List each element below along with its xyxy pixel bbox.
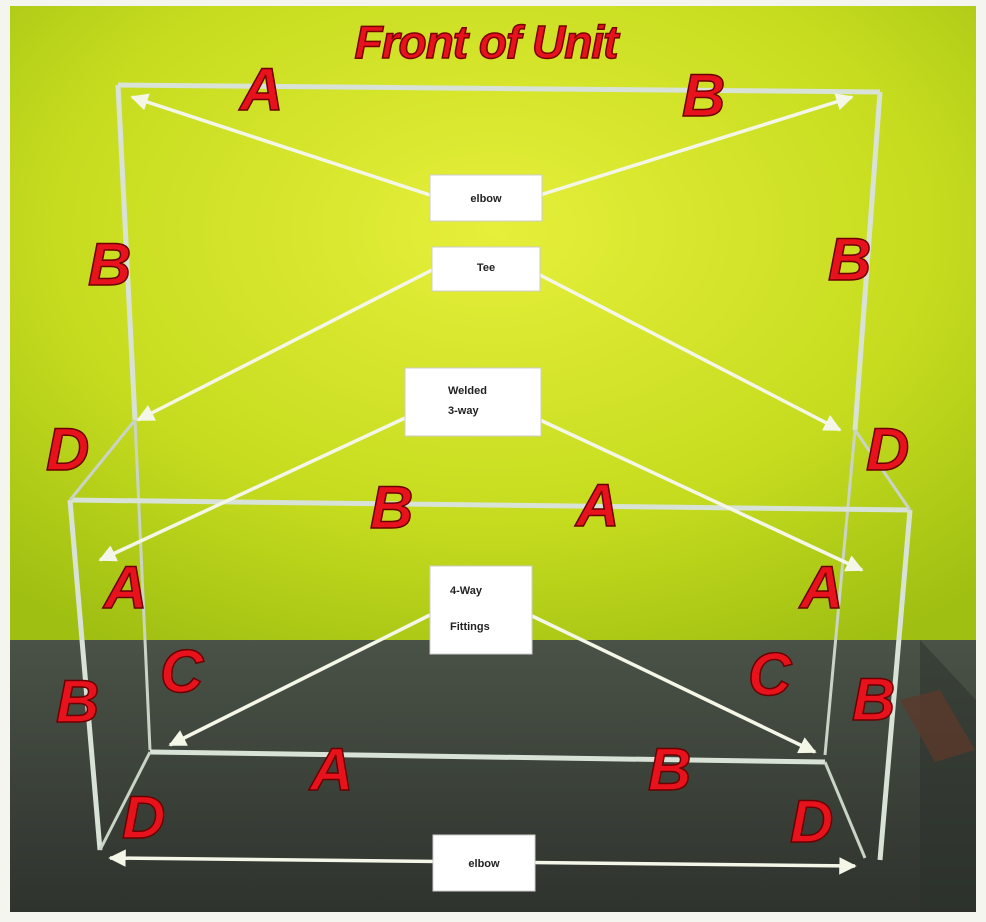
pipe-top-bar xyxy=(117,82,881,95)
pipe-upper-left-post xyxy=(115,84,138,421)
frame-pipes xyxy=(67,82,913,861)
callout-elbow-top-text: elbow xyxy=(470,193,502,205)
callout-fourway-line2: Fittings xyxy=(450,621,490,633)
label-bottom-right-corner: D xyxy=(790,788,833,855)
callout-tee-text: Tee xyxy=(477,262,495,274)
label-right-corner-mid: D xyxy=(866,416,909,483)
label-mid-bar-left: B xyxy=(370,474,413,541)
arrow-welded-right xyxy=(539,418,864,572)
label-top-left: A xyxy=(238,56,283,123)
diagram-title: Front of Unit xyxy=(355,16,621,68)
pipe-right-diagonal xyxy=(853,429,912,511)
label-left-corner-mid: D xyxy=(46,416,89,483)
pipe-base-left-side xyxy=(98,751,152,851)
arrow-elbow-top-right xyxy=(539,93,854,197)
label-mid-right-post: A xyxy=(798,554,843,621)
label-lower-right-post: B xyxy=(852,666,895,733)
part-labels: A B B B D D B A A A C C B B A B D D xyxy=(45,55,910,856)
label-lower-left-post: B xyxy=(56,668,99,735)
label-top-right: B xyxy=(682,62,725,129)
pipe-front-right-post xyxy=(877,509,913,861)
label-upper-left-post: B xyxy=(88,231,131,298)
label-upper-right-post: B xyxy=(828,226,871,293)
arrow-elbow-top-left xyxy=(130,93,431,197)
label-mid-bar-right: A xyxy=(574,472,619,539)
arrow-fourway-left xyxy=(168,613,431,747)
pipe-base-back-bar xyxy=(149,749,826,765)
pipe-back-right-lower xyxy=(823,429,857,756)
pipe-mid-bar xyxy=(69,497,911,513)
pipe-upper-right-post xyxy=(852,91,883,431)
wall xyxy=(10,6,976,648)
callout-box xyxy=(431,246,541,292)
pipe-base-right-side xyxy=(823,761,867,859)
arrow-welded-left xyxy=(98,416,406,562)
pipe-back-left-lower xyxy=(133,419,152,751)
callout-welded-line1: Welded xyxy=(448,385,487,397)
arrow-tee-right xyxy=(539,273,842,432)
callout-4way-fittings: 4-Way Fittings xyxy=(429,565,533,655)
callout-tee: Tee xyxy=(431,246,541,292)
label-lower-right-c: C xyxy=(748,641,793,708)
callout-box xyxy=(404,367,542,437)
label-base-left: A xyxy=(308,736,353,803)
pipe-front-left-post xyxy=(67,499,103,851)
floor xyxy=(10,640,976,912)
callout-elbow-bottom: elbow xyxy=(432,834,536,892)
callout-elbow-bottom-text: elbow xyxy=(468,858,500,870)
callout-elbow-top: elbow xyxy=(429,174,543,222)
callout-box xyxy=(429,174,543,222)
callout-box xyxy=(429,565,533,655)
floor-vent xyxy=(900,690,975,762)
label-lower-left-c: C xyxy=(160,638,205,705)
callout-welded-line2: 3-way xyxy=(448,405,479,417)
callout-welded-3way: Welded 3-way xyxy=(404,367,542,437)
arrow-fourway-right xyxy=(529,613,817,754)
callout-box xyxy=(432,834,536,892)
callout-arrows xyxy=(98,93,864,875)
pipe-left-diagonal xyxy=(68,419,137,501)
label-base-right: B xyxy=(648,736,691,803)
label-mid-left-post: A xyxy=(102,554,147,621)
callout-fourway-line1: 4-Way xyxy=(450,585,483,597)
label-bottom-left-corner: D xyxy=(122,784,165,851)
arrow-tee-left xyxy=(136,268,433,422)
